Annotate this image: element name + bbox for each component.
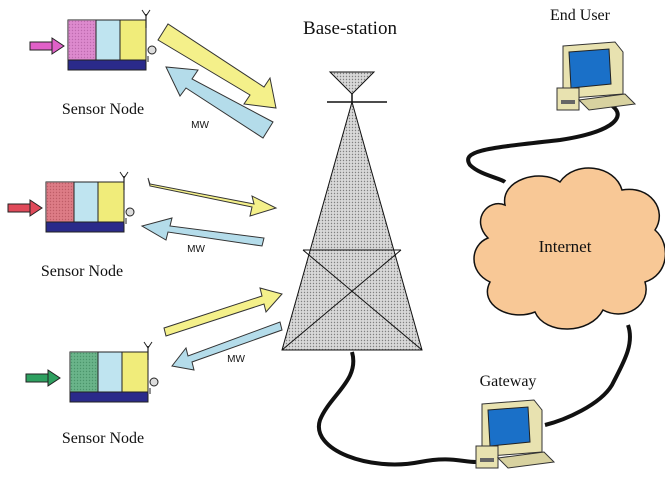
input-arrow-1 bbox=[29, 37, 65, 55]
base-station-label: Base-station bbox=[303, 18, 397, 39]
end-user-computer bbox=[556, 41, 637, 111]
sensor-node-3 bbox=[69, 341, 159, 403]
downlink-arrow-1 bbox=[165, 66, 274, 139]
input-arrow-3 bbox=[25, 369, 61, 387]
downlink-arrow-3 bbox=[171, 321, 283, 371]
uplink-arrow-2 bbox=[147, 177, 278, 217]
cable-base-station-to-gateway bbox=[316, 351, 477, 467]
sensor-node-2-label: Sensor Node bbox=[41, 263, 123, 280]
input-arrow-2 bbox=[7, 199, 43, 217]
internet-label: Internet bbox=[539, 237, 592, 256]
internet-cloud bbox=[473, 167, 665, 330]
uplink-arrow-3 bbox=[163, 287, 283, 337]
cable-internet-to-end-user bbox=[466, 98, 620, 184]
gateway-computer bbox=[475, 399, 556, 469]
downlink-arrow-2 bbox=[140, 217, 265, 247]
sensor-node-1 bbox=[67, 9, 157, 71]
mw-label-3: MW bbox=[227, 354, 245, 365]
sensor-node-1-label: Sensor Node bbox=[62, 101, 144, 118]
sensor-node-2 bbox=[45, 171, 135, 233]
base-station-tower bbox=[281, 71, 423, 351]
sensor-node-3-label: Sensor Node bbox=[62, 430, 144, 447]
cable-gateway-to-internet bbox=[544, 324, 632, 427]
uplink-arrow-1 bbox=[157, 23, 277, 109]
gateway-label: Gateway bbox=[480, 373, 537, 390]
mw-label-2: MW bbox=[187, 244, 205, 255]
mw-label-1: MW bbox=[191, 120, 209, 131]
end-user-label: End User bbox=[550, 7, 611, 24]
